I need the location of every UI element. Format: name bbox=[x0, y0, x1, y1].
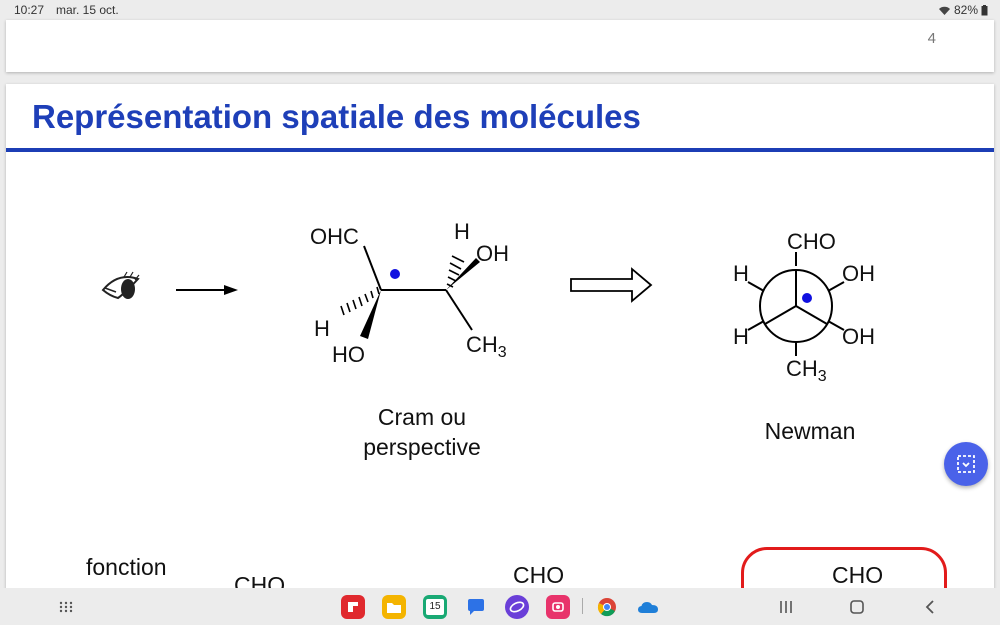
bottom-fonction-text: fonction bbox=[86, 554, 167, 580]
hollow-arrow-icon bbox=[570, 267, 653, 303]
status-bar: 10:27 mar. 15 oct. 82% bbox=[0, 0, 1000, 20]
cram-structure bbox=[340, 245, 480, 339]
newman-h-bottom-label: H bbox=[733, 324, 749, 349]
app-drawer-icon[interactable] bbox=[56, 597, 76, 617]
newman-caption: Newman bbox=[764, 418, 856, 444]
slide-title: Représentation spatiale des molécules bbox=[32, 98, 641, 135]
marker-dot bbox=[390, 269, 400, 279]
newman-h-top-label: H bbox=[733, 261, 749, 286]
cram-caption: Cram ou perspective bbox=[342, 402, 502, 462]
calendar-day: 15 bbox=[426, 599, 444, 615]
slide-page[interactable]: Représentation spatiale des molécules bbox=[6, 84, 994, 594]
home-icon[interactable] bbox=[847, 597, 867, 617]
cram-h-top-label: H bbox=[454, 219, 470, 244]
page-number: 4 bbox=[927, 30, 936, 47]
cram-ho-label: HO bbox=[332, 342, 365, 367]
red-highlight-box bbox=[741, 547, 947, 594]
status-right: 82% bbox=[938, 3, 988, 17]
back-icon[interactable] bbox=[920, 597, 940, 617]
status-date: mar. 15 oct. bbox=[56, 3, 119, 17]
chemistry-figure: OHC H OH H HO CH3 CHO bbox=[101, 219, 875, 385]
cram-ohc-label: OHC bbox=[310, 224, 359, 249]
newman-oh-top-label: OH bbox=[842, 261, 875, 286]
status-time: 10:27 bbox=[14, 3, 45, 17]
internet-icon[interactable] bbox=[505, 595, 529, 619]
battery-percent: 82% bbox=[953, 3, 978, 17]
taskbar: 15 bbox=[0, 588, 1000, 625]
cram-ch3-label: CH3 bbox=[466, 332, 507, 361]
flipboard-icon[interactable] bbox=[341, 595, 365, 619]
newman-ch3-label: CH3 bbox=[786, 356, 827, 385]
screen-recorder-icon[interactable] bbox=[546, 595, 570, 619]
eye-icon bbox=[101, 271, 140, 300]
my-files-icon[interactable] bbox=[382, 595, 406, 619]
newman-cho-label: CHO bbox=[787, 229, 836, 254]
title-rule bbox=[6, 148, 994, 152]
cram-caption-line1: Cram ou bbox=[377, 404, 467, 430]
previous-page[interactable]: 4 bbox=[6, 20, 994, 72]
recent-apps-icon[interactable] bbox=[776, 597, 796, 617]
bottom-cho-mid: CHO bbox=[513, 562, 565, 588]
smart-select-button[interactable] bbox=[944, 442, 988, 486]
battery-icon bbox=[981, 4, 988, 15]
chrome-icon[interactable] bbox=[595, 595, 619, 619]
bottom-cho-right: CHO bbox=[832, 562, 884, 588]
onedrive-icon[interactable] bbox=[636, 595, 660, 619]
messages-icon[interactable] bbox=[464, 595, 488, 619]
cram-oh-label: OH bbox=[476, 241, 509, 266]
newman-oh-bottom-label: OH bbox=[842, 324, 875, 349]
cram-caption-line2: perspective bbox=[363, 434, 481, 460]
calendar-icon[interactable]: 15 bbox=[423, 595, 447, 619]
smart-select-icon bbox=[957, 455, 975, 473]
wifi-icon bbox=[938, 6, 950, 15]
taskbar-divider bbox=[582, 598, 583, 614]
arrow-icon bbox=[176, 285, 238, 295]
cram-h-left-label: H bbox=[314, 316, 330, 341]
newman-projection bbox=[747, 252, 845, 356]
